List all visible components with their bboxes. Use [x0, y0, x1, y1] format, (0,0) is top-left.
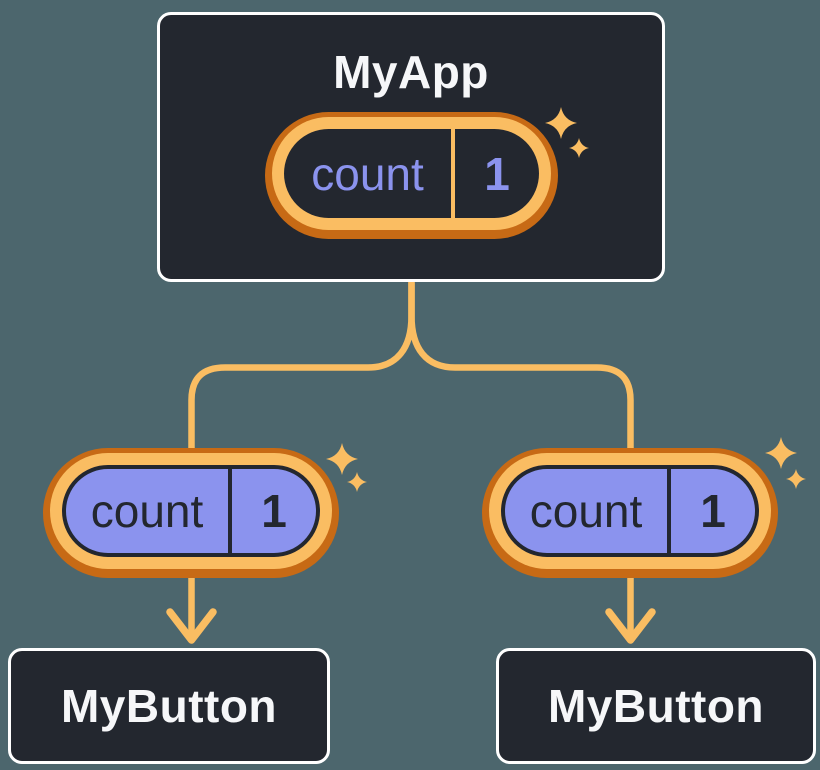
state-name: count	[311, 147, 424, 200]
pill-ring: count 1	[489, 453, 771, 569]
state-pill-root: count 1	[265, 112, 558, 239]
pill-divider	[451, 129, 455, 218]
state-name: count	[529, 485, 643, 537]
component-title: MyApp	[333, 46, 489, 98]
pill-body: count 1	[284, 129, 539, 218]
state-name: count	[90, 485, 204, 537]
arrow-down-icon	[605, 608, 656, 644]
state-pill-right: count 1	[482, 448, 778, 578]
sparkle-icon	[765, 437, 806, 489]
component-title: MyButton	[547, 680, 765, 732]
pill-ring: count 1	[272, 117, 551, 230]
component-node-mybutton-left: MyButton	[8, 648, 330, 764]
pill-body: count 1	[62, 465, 320, 557]
component-title: MyButton	[60, 680, 278, 732]
component-node-mybutton-right: MyButton	[496, 648, 816, 764]
state-value: 1	[261, 485, 287, 537]
pill-ring: count 1	[50, 453, 332, 569]
state-value: 1	[484, 147, 510, 200]
pill-divider	[667, 469, 671, 553]
pill-body: count 1	[501, 465, 759, 557]
state-value: 1	[700, 485, 726, 537]
arrow-down-icon	[166, 608, 217, 644]
state-pill-left: count 1	[43, 448, 339, 578]
pill-divider	[228, 469, 232, 553]
